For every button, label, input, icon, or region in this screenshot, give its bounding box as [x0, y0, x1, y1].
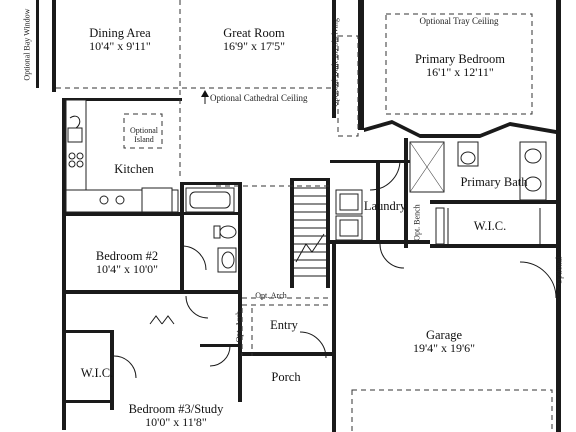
- laundry-label: Laundry: [363, 199, 407, 213]
- stairs: [294, 187, 326, 277]
- primary-bath-fixtures: [409, 141, 547, 245]
- door-swings: [113, 159, 557, 379]
- laundry-fixtures: [335, 189, 363, 241]
- primary-bath-label: Primary Bath: [460, 175, 528, 189]
- bedroom-3-dims: 10'0" x 11'8": [145, 415, 207, 430]
- opt-bench-label: Opt. Bench: [412, 204, 422, 241]
- great-room-dims: 16'9" x 17'5": [222, 39, 286, 54]
- arrow-up-icon: [201, 90, 209, 104]
- tray-ceiling-label: Optional Tray Ceiling: [419, 16, 499, 26]
- dining-area-dims: 10'4" x 9'11": [89, 39, 151, 54]
- kitchen-fixtures: [65, 99, 179, 213]
- hall-bath-fixtures: [185, 187, 237, 273]
- porch-label: Porch: [271, 370, 301, 384]
- primary-bedroom-dims: 16'1" x 12'11": [426, 65, 494, 80]
- bedroom-2-dims: 10'4" x 10'0": [95, 262, 159, 277]
- walls: [36, 0, 561, 432]
- wic-lower-label: W.I.C.: [80, 366, 114, 380]
- opt-arch-lower-label: Opt. Arch: [234, 310, 244, 343]
- wic-primary-label: W.I.C.: [473, 219, 507, 233]
- bedroom-2-label: Bedroom #2 10'4" x 10'0": [80, 249, 174, 277]
- optional-door-label: Optional: [554, 256, 564, 285]
- bedroom-3-label: Bedroom #3/Study 10'0" x 11'8": [110, 402, 242, 430]
- garage-label: Garage 19'4" x 19'6": [396, 328, 492, 356]
- optional-lines: [56, 0, 553, 432]
- great-room-label: Great Room 16'9" x 17'5": [208, 26, 300, 54]
- kitchen-label: Kitchen: [114, 162, 154, 176]
- bay-window-label: Optional Bay Window: [22, 8, 32, 81]
- opt-arch-upper-label: Opt. Arch: [255, 291, 287, 300]
- entry-label: Entry: [270, 318, 298, 332]
- cathedral-ceiling-label: Optional Cathedral Ceiling: [210, 93, 308, 103]
- primary-bedroom-label: Primary Bedroom 16'1" x 12'11": [400, 52, 520, 80]
- garage-dims: 19'4" x 19'6": [412, 341, 476, 356]
- built-in-shelving-label: Optional Built-Ins Shelving: [330, 18, 340, 108]
- dining-area-label: Dining Area 10'4" x 9'11": [78, 26, 162, 54]
